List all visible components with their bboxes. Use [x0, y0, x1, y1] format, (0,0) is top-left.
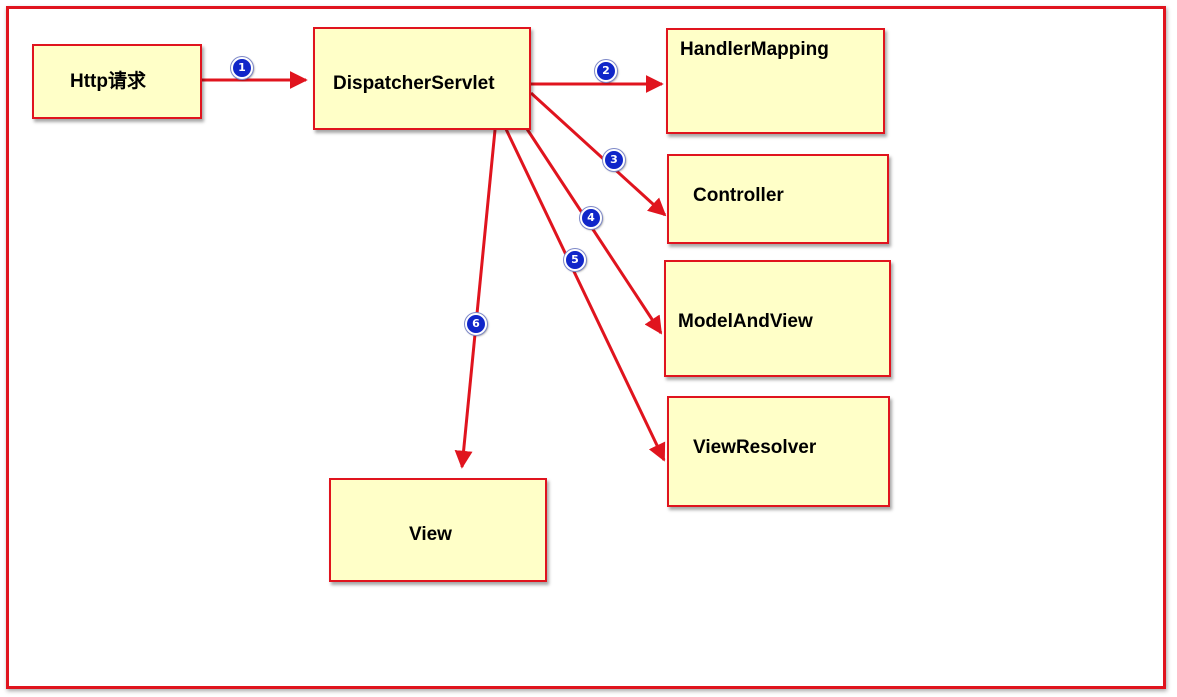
step-badge-4: 4 — [580, 207, 602, 229]
http-request-label: Http请求 — [70, 71, 146, 92]
step-badge-5: 5 — [564, 249, 586, 271]
diagram-frame — [6, 6, 1166, 689]
view-resolver-label: ViewResolver — [693, 437, 817, 458]
view-label: View — [409, 524, 452, 545]
model-and-view-label: ModelAndView — [678, 311, 813, 332]
controller-box: Controller — [667, 154, 889, 244]
model-and-view-box: ModelAndView — [664, 260, 891, 377]
step-badge-6: 6 — [465, 313, 487, 335]
arrow-3 — [529, 91, 667, 217]
step-badge-1: 1 — [231, 57, 253, 79]
dispatcher-servlet-box: DispatcherServlet — [313, 27, 531, 130]
arrow-4 — [525, 128, 663, 335]
view-resolver-box: ViewResolver — [667, 396, 890, 507]
step-badge-3: 3 — [603, 149, 625, 171]
http-request-box: Http请求 — [32, 44, 202, 119]
handler-mapping-box: HandlerMapping — [666, 28, 885, 134]
dispatcher-servlet-label: DispatcherServlet — [333, 73, 495, 94]
controller-label: Controller — [693, 185, 784, 206]
view-box: View — [329, 478, 547, 582]
arrow-5 — [503, 126, 666, 462]
step-badge-2: 2 — [595, 60, 617, 82]
handler-mapping-label: HandlerMapping — [680, 39, 829, 60]
arrow-6 — [454, 129, 497, 469]
